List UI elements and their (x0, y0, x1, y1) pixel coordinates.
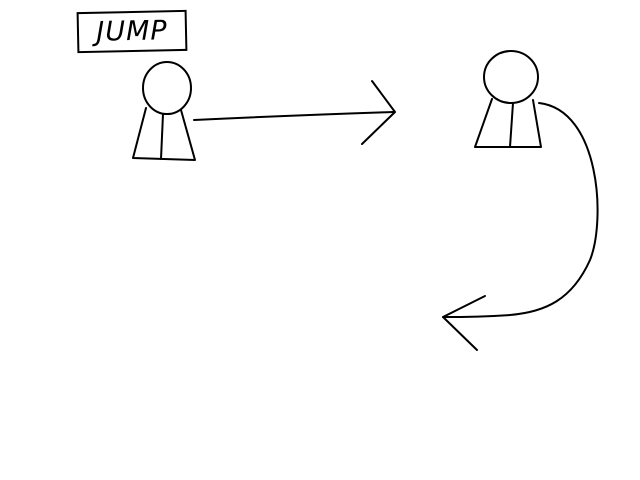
arrow-curve-back-icon (442, 102, 599, 351)
figure-start-head (142, 61, 192, 115)
figure-start-leg-divider (160, 113, 164, 160)
figure-start-body (132, 107, 196, 161)
figure-end-body (474, 98, 542, 148)
arrow-right-icon (193, 80, 396, 145)
figure-end-head (483, 50, 539, 104)
person-icon (474, 50, 542, 148)
person-icon (132, 61, 196, 161)
arrow-curve-back-shaft (442, 102, 599, 318)
figure-end-leg-divider (509, 102, 514, 148)
arrow-right-shaft (193, 111, 394, 121)
arrow-right-head (361, 80, 396, 145)
arrow-curve-back-head (442, 295, 486, 351)
